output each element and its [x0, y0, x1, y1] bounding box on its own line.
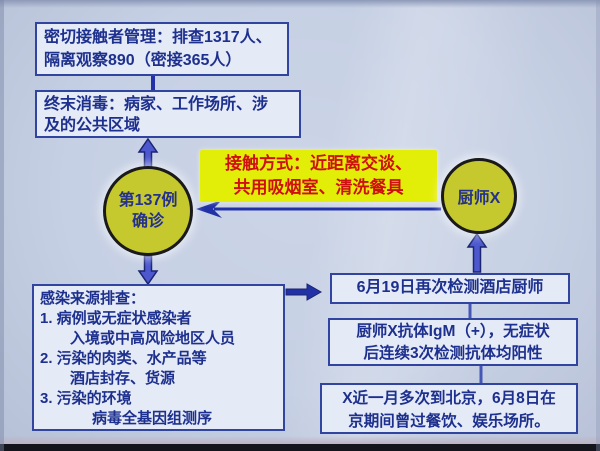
arrow-case-to-source: [137, 255, 159, 286]
text-line: 京期间曾过餐饮、娱乐场所。: [348, 413, 550, 430]
text-line: 隔离观察890（密接365人）: [44, 52, 242, 69]
arrow-retest-to-chef: [466, 232, 488, 273]
text-line: 及的公共区域: [44, 117, 141, 134]
box-travel-history: X近一月多次到北京，6月8日在 京期间曾过餐饮、娱乐场所。: [320, 383, 578, 434]
text-line: 厨师X: [457, 190, 501, 207]
node-case-137: 第137例 确诊: [103, 166, 193, 256]
box-contact-mode: 接触方式：近距离交谈、 共用吸烟室、清洗餐具: [200, 150, 437, 202]
text-line: 后连续3次检测抗体均阳性: [363, 345, 543, 362]
box-contact-management: 密切接触者管理：排查1317人、 隔离观察890（密接365人）: [35, 22, 289, 76]
text-line: 酒店封存、货源: [70, 370, 176, 387]
box-antibody-result: 厨师X抗体IgM（+），无症状 后连续3次检测抗体均阳性: [328, 318, 578, 366]
text-line: 感染来源排查：: [40, 290, 146, 307]
text-line: 第137例: [118, 192, 178, 209]
text-line: 病毒全基因组测序: [92, 410, 213, 427]
node-chef-x: 厨师X: [441, 158, 517, 234]
arrow-case-to-disinfection: [137, 137, 159, 170]
text-line: 共用吸烟室、清洗餐具: [233, 178, 404, 197]
text-line: 3. 污染的环境: [40, 390, 132, 407]
text-line: 2. 污染的肉类、水产品等: [40, 350, 207, 367]
box-terminal-disinfection: 终末消毒：病家、工作场所、涉 及的公共区域: [35, 90, 301, 138]
text-line: 入境或中高风险地区人员: [70, 330, 236, 347]
box-retest-june19: 6月19日再次检测酒店厨师: [330, 273, 570, 304]
text-line: 终末消毒：病家、工作场所、涉: [44, 96, 269, 113]
arrow-chef-to-case-head: [196, 200, 222, 218]
text-line: 密切接触者管理：排查1317人、: [44, 29, 272, 46]
text-line: 确诊: [131, 213, 164, 230]
text-line: 6月19日再次检测酒店厨师: [356, 279, 544, 296]
text-line: 1. 病例或无症状感染者: [40, 310, 192, 327]
text-line: 厨师X抗体IgM（+），无症状: [356, 323, 550, 340]
box-infection-source-screening: 感染来源排查： 1. 病例或无症状感染者 入境或中高风险地区人员 2. 污染的肉…: [32, 284, 285, 431]
text-line: X近一月多次到北京，6月8日在: [342, 390, 556, 407]
text-line: 接触方式：近距离交谈、: [225, 154, 412, 173]
arrow-source-to-retest: [285, 283, 323, 301]
